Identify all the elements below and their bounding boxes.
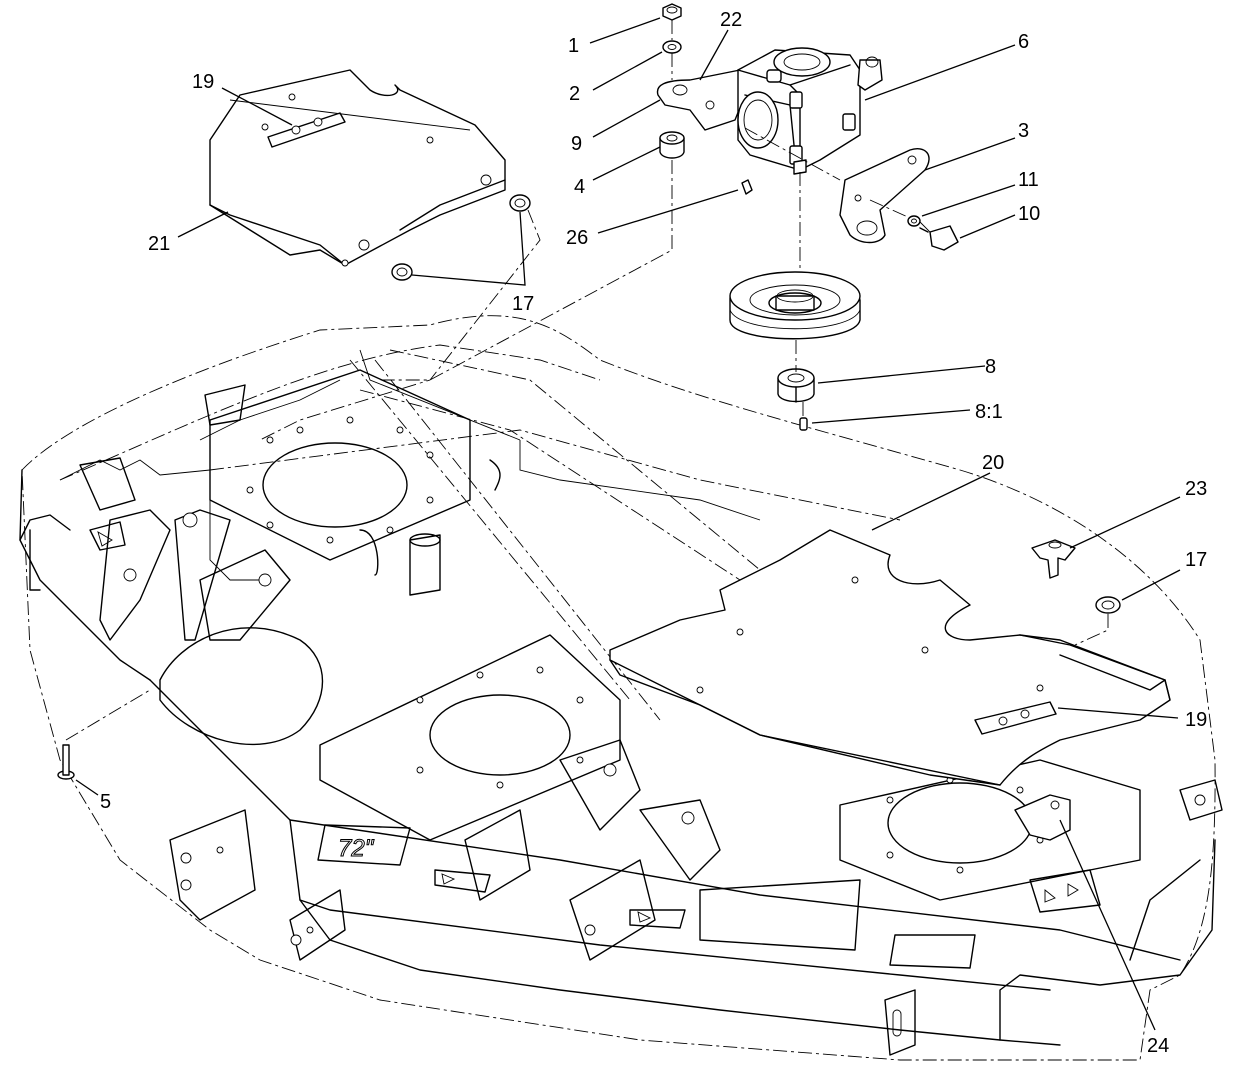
callout-21: 21: [148, 233, 170, 255]
callout-17-upper: 17: [512, 293, 534, 315]
callout-9: 9: [571, 133, 582, 155]
belt-cover-21: [209, 69, 506, 267]
callout-20: 20: [982, 452, 1004, 474]
gearbox-assembly: [259, 3, 959, 441]
deck-size-plate: [317, 824, 411, 866]
callout-10: 10: [1018, 203, 1040, 225]
washer-2: [662, 40, 682, 54]
callout-19-upper: 19: [192, 71, 214, 93]
decal-center-front: [699, 879, 861, 951]
drive-pulley: [729, 271, 861, 340]
callout-8: 8: [985, 356, 996, 378]
washer-11: [907, 215, 921, 227]
bracket-24: [1014, 794, 1071, 841]
pivot-arm-brackets: [99, 509, 721, 881]
decal-19-lower: [974, 701, 1057, 735]
key-26: [741, 179, 753, 195]
deck-outline: [21, 315, 1216, 1061]
set-screw-8-1: [799, 417, 808, 431]
bolt-10: [929, 225, 959, 251]
deck-left-side: [19, 469, 151, 681]
callout-2: 2: [569, 83, 580, 105]
center-spindle-plate: [319, 634, 621, 841]
mower-deck: 72": [19, 315, 1223, 1061]
callout-26: 26: [566, 227, 588, 249]
knob-23: [1031, 539, 1076, 579]
callout-labels: 1 2 22 6 9 4 3 11 10 26 19 21 17 8 8:1 2…: [100, 9, 1207, 1057]
callout-5: 5: [100, 791, 111, 813]
grommets-17-upper: [391, 194, 531, 281]
callout-4: 4: [574, 176, 585, 198]
callout-19-lower: 19: [1185, 709, 1207, 731]
callout-3: 3: [1018, 120, 1029, 142]
callout-6: 6: [1018, 31, 1029, 53]
decal-left-rear: [79, 457, 136, 511]
callout-8-1: 8:1: [975, 401, 1003, 423]
front-hitch-brackets: [169, 809, 916, 1056]
decal-right: [1029, 869, 1101, 913]
callout-24: 24: [1147, 1035, 1169, 1057]
bracket-3: [839, 148, 930, 244]
nut-1: [662, 3, 682, 21]
left-spindle-plate: [209, 369, 471, 561]
deck-size-marking: 72": [338, 835, 375, 862]
callout-23: 23: [1185, 478, 1207, 500]
callout-1: 1: [568, 35, 579, 57]
callout-22: 22: [720, 9, 742, 31]
callout-17-right: 17: [1185, 549, 1207, 571]
callout-leaders: [75, 17, 1181, 1031]
deck-front-skirt: [149, 679, 1061, 1046]
bolt-5: [57, 689, 151, 780]
grommet-17-right: [1074, 596, 1121, 646]
callout-11: 11: [1018, 169, 1039, 191]
belt-cover-20: [609, 529, 1171, 786]
